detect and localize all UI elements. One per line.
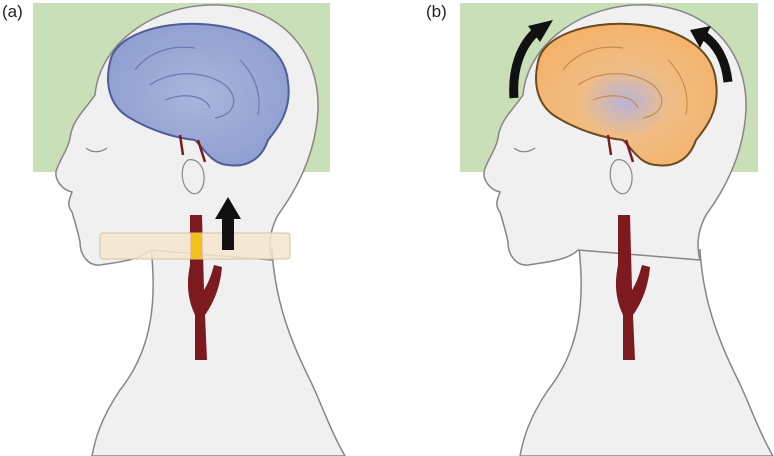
head-diagram-b bbox=[428, 0, 774, 456]
head-diagram-a bbox=[0, 0, 387, 456]
panel-b: (b) bbox=[428, 0, 774, 456]
labeled-blood-highlight bbox=[191, 233, 202, 259]
panel-a: (a) bbox=[0, 0, 387, 456]
